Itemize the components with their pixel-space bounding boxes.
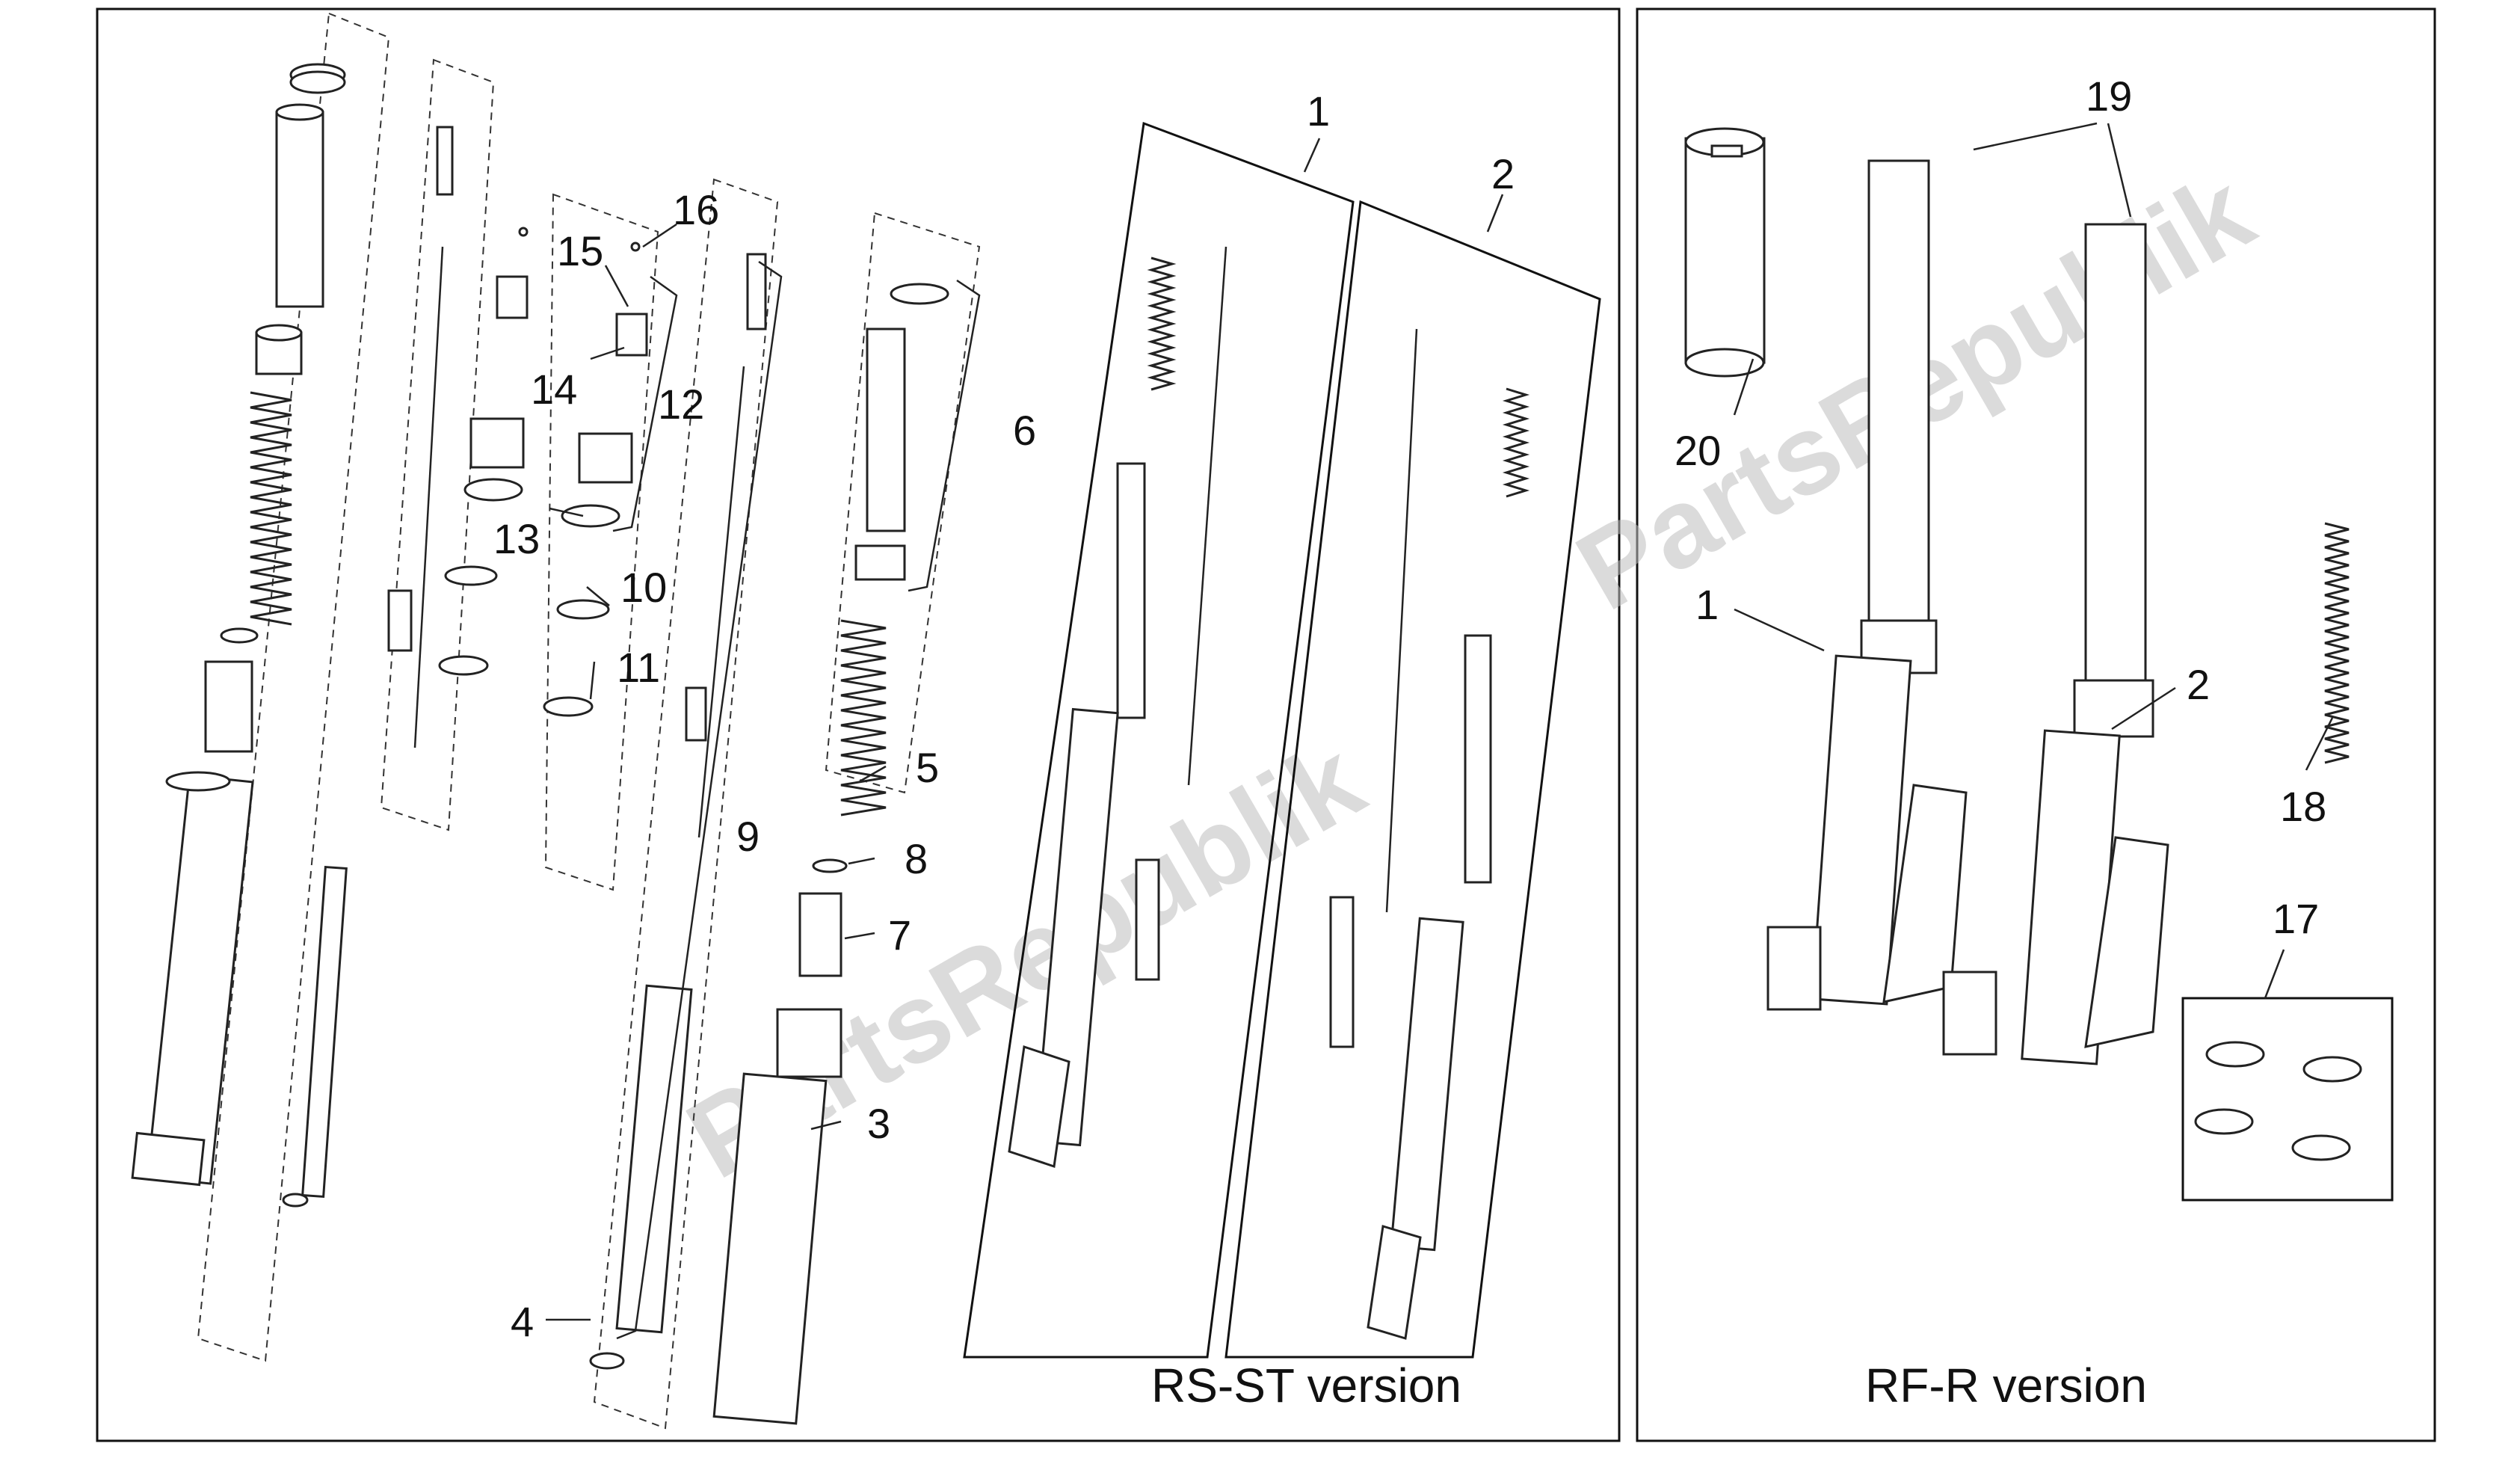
callout-13: 13 [493, 515, 540, 562]
leader-20 [1733, 358, 1755, 416]
callout-17: 17 [2273, 895, 2319, 942]
leader-5 [859, 765, 887, 783]
callout-r1: 1 [1695, 581, 1719, 628]
damper-rod-left [282, 126, 454, 1208]
cartridge-parts [438, 227, 648, 717]
leader-13 [549, 507, 584, 517]
dash-zone-e [825, 212, 981, 794]
callout-16: 16 [673, 186, 719, 233]
fork-tube-assembly-left [131, 63, 346, 1187]
callout-11: 11 [617, 644, 660, 691]
leader-7 [844, 932, 875, 940]
leader-19a [1973, 122, 2098, 151]
seal-kit-17-contents [2194, 1041, 2362, 1161]
callout-15: 15 [557, 227, 603, 274]
callout-20: 20 [1675, 427, 1721, 474]
callout-r2: 2 [2187, 661, 2210, 708]
leader-14 [590, 346, 625, 360]
leader-11 [589, 661, 596, 700]
right-panel-frame [1636, 7, 2436, 1442]
leader-3 [810, 1120, 842, 1131]
dash-zone-a [197, 12, 390, 1362]
leader-r1 [1734, 608, 1825, 652]
callout-7: 7 [888, 911, 911, 959]
leader-18 [2305, 717, 2334, 771]
callout-5: 5 [916, 744, 939, 791]
leader-16 [642, 223, 677, 248]
damper-rod-right [589, 253, 767, 1370]
leader-15 [604, 265, 629, 307]
spring-18 [2324, 522, 2350, 764]
callout-19: 19 [2086, 73, 2132, 120]
leader-17 [2264, 949, 2285, 999]
leader-10 [586, 586, 610, 606]
callout-12: 12 [658, 381, 704, 428]
callout-14: 14 [531, 366, 577, 413]
caption-rs-st: RS-ST version [1151, 1359, 1461, 1412]
kit-box-2-contents [1329, 328, 1530, 1340]
leader-1 [1303, 138, 1321, 173]
callout-10: 10 [620, 564, 667, 611]
leader-2 [1486, 194, 1504, 233]
callout-9: 9 [736, 813, 760, 860]
fork-leg-rf-1 [1766, 159, 1968, 1011]
dash-zone-d [593, 178, 779, 1430]
leader-19b [2107, 123, 2132, 218]
callout-4: 4 [511, 1298, 534, 1345]
bracket-6 [908, 279, 981, 592]
callout-1: 1 [1307, 87, 1330, 135]
left-panel-frame [96, 7, 1621, 1442]
callout-8: 8 [905, 835, 928, 882]
dash-zone-c [544, 193, 659, 891]
bracket-9 [616, 260, 783, 1340]
dash-zone-b [380, 58, 495, 831]
seal-kit-box-17 [2181, 997, 2394, 1202]
bracket-12 [612, 275, 678, 532]
leader-r2 [2111, 686, 2176, 731]
callout-18: 18 [2280, 783, 2326, 830]
callout-2: 2 [1491, 150, 1515, 197]
callout-3: 3 [867, 1100, 890, 1147]
special-tool-20 [1684, 127, 1766, 378]
spring-tube-assembly [712, 283, 949, 1425]
callout-6: 6 [1013, 407, 1036, 454]
kit-box-1-contents [1008, 246, 1227, 1168]
caption-rf-r: RF-R version [1865, 1359, 2147, 1412]
leader-8 [848, 857, 875, 865]
kit-box-2 [1224, 200, 1601, 1359]
kit-box-1 [963, 121, 1355, 1359]
